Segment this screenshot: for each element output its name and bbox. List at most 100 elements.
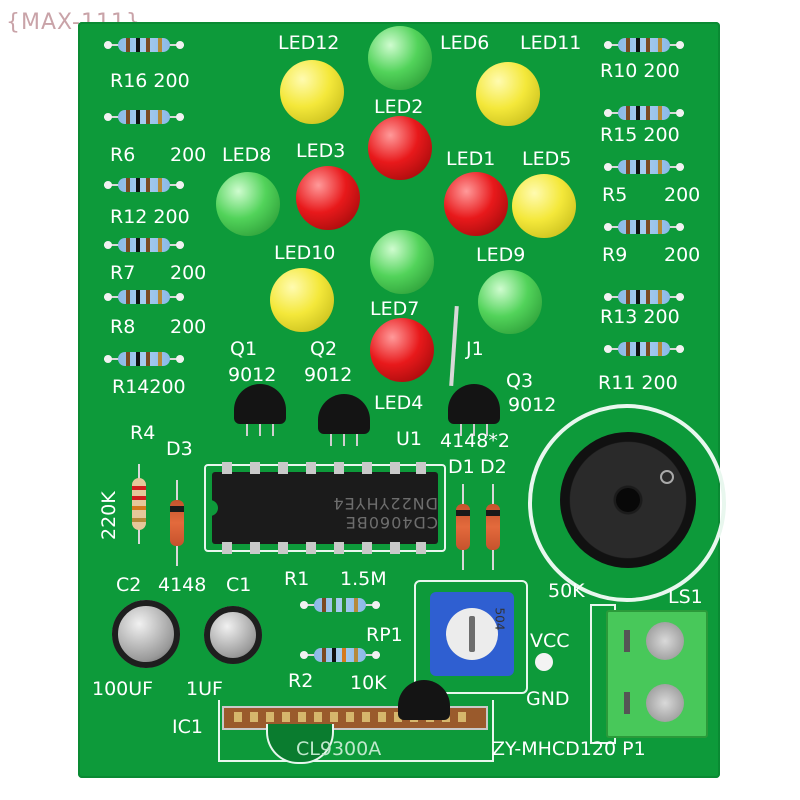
label-r8: R8: [110, 316, 136, 338]
resistor-r13: [604, 290, 684, 304]
label-ic1: IC1: [172, 716, 203, 738]
transistor-q1: [234, 384, 286, 436]
label-4148x2: 4148*2: [440, 430, 510, 452]
label-gnd: GND: [526, 688, 570, 710]
resistor-r10: [604, 38, 684, 52]
label-c1: C1: [226, 574, 252, 596]
label-1uf: 1UF: [186, 678, 223, 700]
label-led8: LED8: [222, 144, 272, 166]
resistor-r8: [104, 290, 184, 304]
label-r11: R11 200: [598, 372, 678, 394]
label-r10: R10 200: [600, 60, 680, 82]
diode-d1: [456, 484, 470, 570]
ic-u1-cd4060: CD4060BE DN22YHYE4: [206, 462, 438, 554]
diode-d2: [486, 484, 500, 570]
label-q1: Q1: [230, 338, 258, 360]
label-led6: LED6: [440, 32, 490, 54]
led-7: [370, 318, 434, 382]
resistor-r14: [104, 352, 184, 366]
transistor-q3: [448, 384, 500, 436]
label-r14: R14200: [112, 376, 186, 398]
label-r7: R7: [110, 262, 136, 284]
label-led2: LED2: [374, 96, 424, 118]
label-c4148: 4148: [158, 574, 207, 596]
resistor-r15: [604, 106, 684, 120]
terminal-block-ls1: [606, 610, 708, 738]
label-led3: LED3: [296, 140, 346, 162]
led-5: [512, 174, 576, 238]
label-q1-value: 9012: [228, 364, 277, 386]
label-r2: R2: [288, 670, 314, 692]
label-d1: D1: [448, 456, 475, 478]
label-led9: LED9: [476, 244, 526, 266]
label-led10: LED10: [274, 242, 336, 264]
transistor-q2: [318, 394, 370, 446]
buzzer-outline: [528, 404, 726, 602]
label-led1: LED1: [446, 148, 496, 170]
label-led11: LED11: [520, 32, 582, 54]
label-vcc: VCC: [530, 630, 570, 652]
label-r9-value: 200: [664, 244, 701, 266]
label-r7-value: 200: [170, 262, 207, 284]
mounting-dot: [535, 653, 553, 671]
label-r9: R9: [602, 244, 628, 266]
resistor-r4: [132, 464, 146, 544]
label-r5-value: 200: [664, 184, 701, 206]
resistor-r1: [300, 598, 380, 612]
label-q2: Q2: [310, 338, 338, 360]
capacitor-c1: [204, 606, 262, 664]
label-led12: LED12: [278, 32, 340, 54]
led-6: [368, 26, 432, 90]
label-led5: LED5: [522, 148, 572, 170]
led-10: [270, 268, 334, 332]
label-cl9300a: CL9300A: [296, 738, 382, 760]
label-50k: 50K: [548, 580, 585, 602]
led-2: [368, 116, 432, 180]
label-q2-value: 9012: [304, 364, 353, 386]
label-led4: LED4: [374, 392, 424, 414]
ic1-outline: [218, 700, 494, 762]
led-center: [370, 230, 434, 294]
label-c2: C2: [116, 574, 142, 596]
resistor-r12: [104, 178, 184, 192]
label-d3: D3: [166, 438, 193, 460]
label-100uf: 100UF: [92, 678, 154, 700]
label-r6: R6: [110, 144, 136, 166]
pot-outline: [414, 580, 528, 694]
label-q3-value: 9012: [508, 394, 557, 416]
label-r13: R13 200: [600, 306, 680, 328]
resistor-r2: [300, 648, 380, 662]
label-q3: Q3: [506, 370, 534, 392]
potentiometer-rp1: 504: [430, 592, 514, 676]
label-d2: D2: [480, 456, 507, 478]
label-r1: R1: [284, 568, 310, 590]
resistor-r6: [104, 110, 184, 124]
resistor-r7: [104, 238, 184, 252]
resistor-r16: [104, 38, 184, 52]
label-rp1: RP1: [366, 624, 403, 646]
label-220k: 220K: [98, 491, 120, 540]
led-3: [296, 166, 360, 230]
label-r4: R4: [130, 422, 156, 444]
label-j1: J1: [466, 338, 484, 360]
led-9: [478, 270, 542, 334]
led-8: [216, 172, 280, 236]
label-led7: LED7: [370, 298, 420, 320]
label-r5: R5: [602, 184, 628, 206]
label-r12: R12 200: [110, 206, 190, 228]
label-r16: R16 200: [110, 70, 190, 92]
led-11: [476, 62, 540, 126]
ic-marking: CD4060BE DN22YHYE4: [332, 494, 438, 532]
label-r1-value: 1.5M: [340, 568, 387, 590]
resistor-r11: [604, 342, 684, 356]
diode-d3: [170, 480, 184, 566]
label-r2-value: 10K: [350, 672, 387, 694]
pot-marking: 504: [492, 607, 507, 631]
label-ls1: LS1: [668, 586, 703, 608]
label-r6-value: 200: [170, 144, 207, 166]
capacitor-c2: [112, 600, 180, 668]
resistor-r5: [604, 160, 684, 174]
resistor-r9: [604, 220, 684, 234]
led-1: [444, 172, 508, 236]
transistor-ic1: [398, 680, 450, 720]
